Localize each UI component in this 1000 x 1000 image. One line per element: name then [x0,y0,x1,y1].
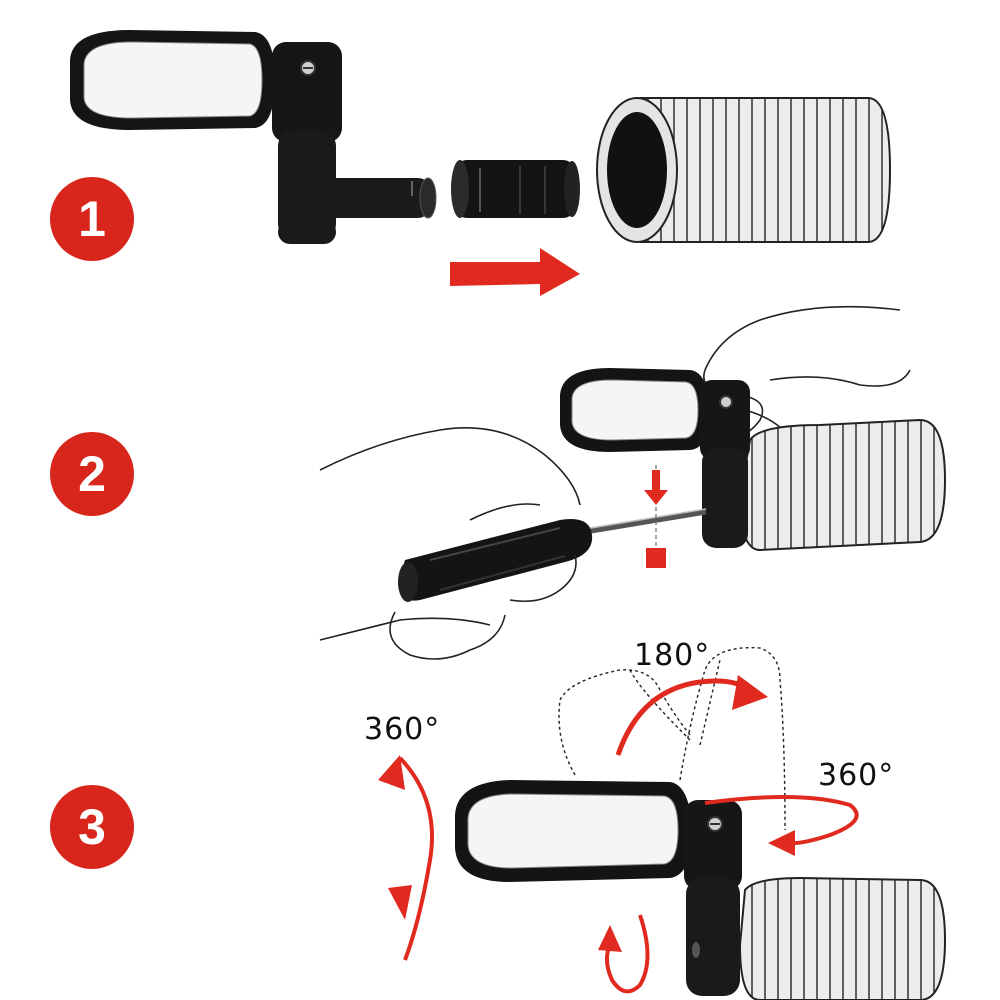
rotation-arrowhead [378,755,405,790]
step-number: 3 [78,799,106,855]
rotation-arrowhead [732,675,768,710]
rotation-arrowhead [768,830,795,856]
step-1-illustration [70,30,892,296]
handlebar-grip-icon [596,97,892,243]
mirror-head-icon [70,30,275,130]
step-number: 2 [78,446,106,502]
step-1-badge: 1 [50,177,134,261]
mirror-head-icon [560,368,710,452]
rotation-label-top: 180° [634,638,711,673]
mirror-mount-icon [700,380,750,548]
tighten-indicator-icon [644,465,668,568]
mirror-head-icon [455,780,692,882]
mirror-mount-icon [684,800,742,996]
handlebar-grip-icon [738,418,947,552]
step-2-badge: 2 [50,432,134,516]
rotation-ghost-outline [558,646,786,831]
rotation-label-right: 360° [818,758,895,793]
step-number: 1 [78,191,106,247]
rotation-arrow-top-icon [615,678,750,756]
mirror-mount-icon [272,42,437,244]
rotation-arrow-bottom-icon [605,914,650,994]
lower-hand-icon [319,427,581,660]
screwdriver-icon [398,508,707,602]
rotation-arrowhead [598,925,622,952]
expansion-sleeve-icon [451,160,580,218]
rotation-arrow-right-icon [704,794,859,846]
rotation-arrowhead [388,885,412,920]
rotation-arrow-left-icon [398,756,434,961]
insert-arrow-icon [450,248,580,296]
step-3-badge: 3 [50,785,134,869]
step-3-illustration [378,646,947,1000]
handlebar-grip-icon [738,876,947,1000]
rotation-label-left: 360° [364,712,441,747]
step-2-illustration [319,305,947,660]
